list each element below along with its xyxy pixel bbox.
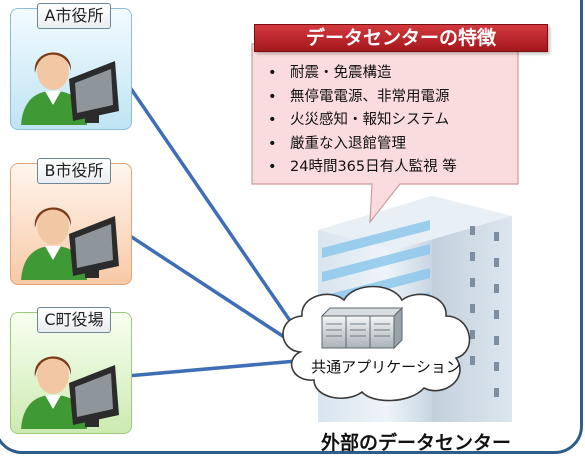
- feature-item: 無停電電源、非常用電源: [268, 86, 457, 110]
- connection-line-b: [123, 230, 305, 352]
- office-label-a: A市役所: [37, 3, 111, 29]
- user-at-computer-icon: [21, 207, 119, 280]
- server-rack-icon: [320, 306, 404, 350]
- user-at-computer-icon: [21, 52, 119, 125]
- office-panel-b: B市役所: [10, 158, 132, 285]
- connection-lines: [112, 63, 309, 379]
- office-label-b: B市役所: [37, 158, 111, 184]
- feature-list: 耐震・免震構造 無停電電源、非常用電源 火災感知・報知システム 厳重な入退館管理…: [268, 62, 457, 180]
- user-at-computer-icon: [21, 356, 119, 429]
- office-panel-c: C町役場: [10, 307, 132, 434]
- feature-item: 耐震・免震構造: [268, 62, 457, 86]
- office-panel-a: A市役所: [10, 3, 132, 130]
- datacenter-caption: 外部のデータセンター: [320, 432, 511, 454]
- connection-line-a: [112, 63, 308, 345]
- office-label-c: C町役場: [37, 307, 111, 333]
- callout-title: データセンターの特徴: [254, 24, 548, 52]
- cloud-label: 共通アプリケーション: [311, 358, 461, 376]
- connection-line-c: [115, 358, 309, 379]
- feature-item: 厳重な入退館管理: [268, 133, 457, 157]
- feature-item: 24時間365日有人監視 等: [268, 156, 457, 180]
- feature-item: 火災感知・報知システム: [268, 109, 457, 133]
